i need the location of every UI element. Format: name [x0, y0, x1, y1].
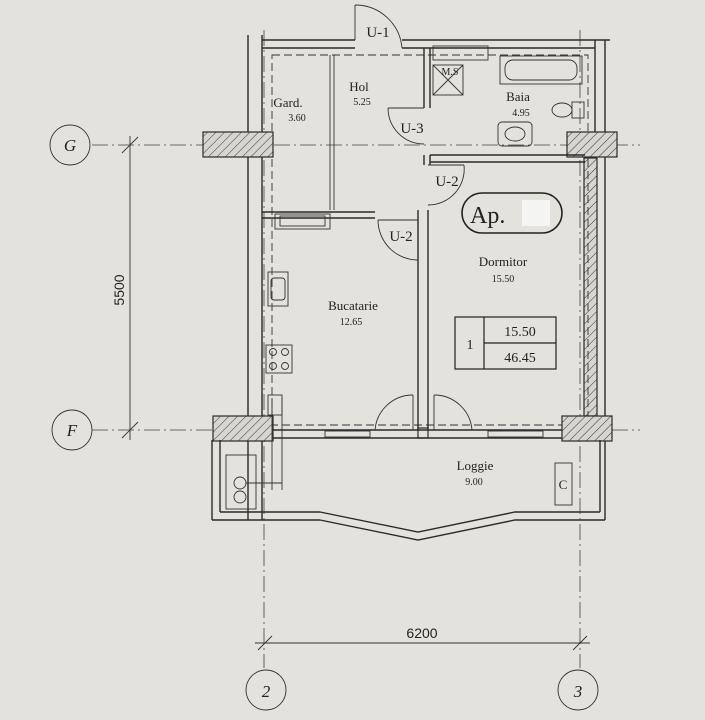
apartment-badge: Ap. [461, 192, 563, 234]
axis-3-marker: 3 [557, 669, 599, 711]
room-baia-name: Baia [506, 89, 530, 104]
washbasin-icon [497, 121, 533, 147]
riser-pipes [267, 394, 283, 490]
axis-f-marker: F [51, 409, 93, 451]
axis-f-label: F [66, 421, 78, 440]
baia-cabinet [432, 45, 489, 61]
vertical-dimension-label: 5500 [111, 274, 127, 305]
radiator-hol [274, 213, 331, 230]
axis-g-label: G [64, 136, 76, 155]
room-hol-name: Hol [349, 79, 369, 94]
room-bucatarie-name: Bucatarie [328, 298, 378, 313]
interior-walls [262, 48, 585, 439]
window-dormitor [487, 430, 544, 438]
axis-2-label: 2 [262, 682, 271, 701]
axis-g-marker: G [49, 124, 91, 166]
sink-icon [267, 271, 289, 307]
door-u1-label: U-1 [366, 25, 389, 41]
cabinet-c-label: C [559, 477, 568, 492]
room-hol-area: 5.25 [353, 97, 371, 108]
room-dormitor-area: 15.50 [492, 274, 515, 285]
summary-total-area: 46.45 [504, 351, 536, 366]
toilet-icon [551, 101, 585, 119]
summary-living-area: 15.50 [504, 325, 536, 340]
door-u2-left-label: U-2 [389, 229, 412, 245]
room-gard-area: 3.60 [288, 113, 306, 124]
door-u2-left: U-2 [377, 219, 419, 261]
door-u3-label: U-3 [400, 121, 423, 137]
door-u2-top: U-2 [427, 164, 465, 206]
loggie-outline [211, 440, 605, 541]
vertical-dimension: 5500 [111, 136, 139, 440]
shower-tray-icon: M.S [432, 64, 464, 96]
column-f-left [212, 415, 274, 442]
stove-icon [265, 344, 293, 374]
ms-label: M.S [442, 67, 459, 78]
room-gard-name: Gard. [273, 95, 302, 110]
horizontal-dimension-label: 6200 [406, 625, 437, 641]
summary-rooms-count: 1 [467, 338, 474, 353]
room-loggie-name: Loggie [457, 458, 494, 473]
door-u3: U-3 [387, 107, 425, 145]
column-g-right [566, 131, 618, 158]
door-u1: U-1 [354, 4, 403, 49]
balcony-doors [374, 394, 473, 431]
axis-2-marker: 2 [245, 669, 287, 711]
room-dormitor-name: Dormitor [479, 254, 528, 269]
apartment-label: Ap. [470, 203, 505, 229]
bathtub-icon [499, 55, 583, 85]
door-u2-top-label: U-2 [435, 174, 458, 190]
room-baia-area: 4.95 [512, 108, 530, 119]
axis-3-label: 3 [573, 682, 583, 701]
room-loggie-area: 9.00 [465, 477, 483, 488]
boiler-icon [233, 476, 282, 504]
room-bucatarie-area: 12.65 [340, 317, 363, 328]
cabinet-c: C [554, 462, 573, 506]
horizontal-dimension: 6200 [255, 625, 590, 651]
column-f-right [561, 415, 613, 442]
area-summary-table: 1 15.50 46.45 [454, 316, 557, 370]
column-g-left [202, 131, 274, 158]
window-kitchen [324, 430, 371, 438]
